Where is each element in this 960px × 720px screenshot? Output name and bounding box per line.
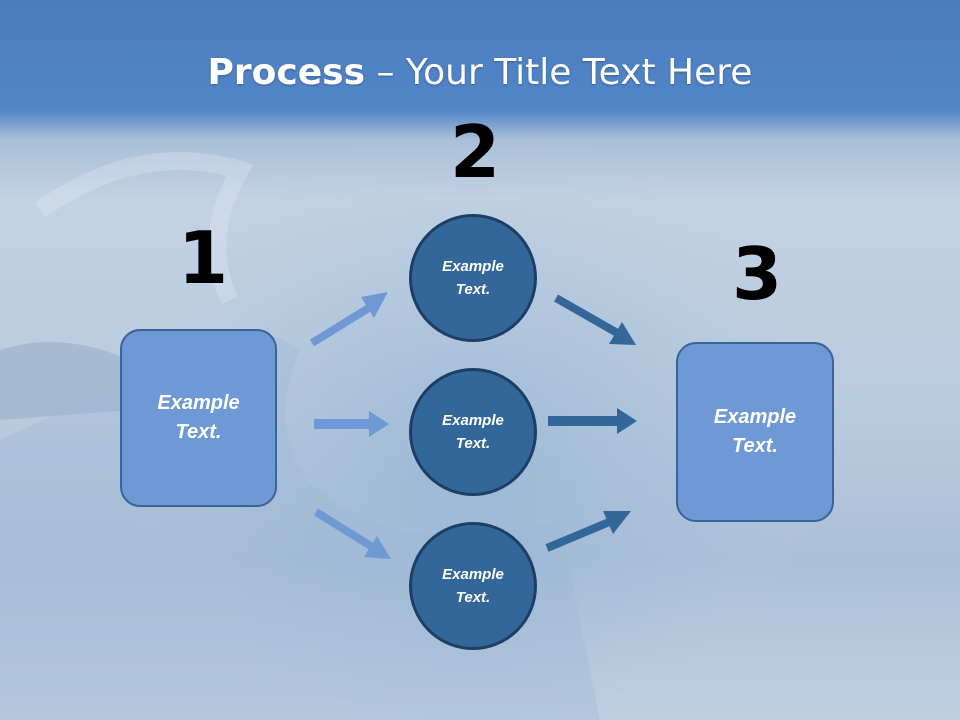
arrow-left-to-bottom — [313, 508, 391, 559]
title-rest: – Your Title Text Here — [365, 52, 753, 93]
circle-top-line1: Example — [442, 258, 504, 275]
circle-middle-line1: Example — [442, 412, 504, 429]
arrow-top-to-right — [554, 294, 636, 345]
circle-bottom[interactable]: Example Text. — [409, 522, 537, 650]
step-number-1: 1 — [178, 216, 229, 300]
arrow-middle-to-right — [548, 408, 637, 434]
left-box-text-line2: Text. — [175, 421, 222, 443]
circle-top-line2: Text. — [455, 281, 491, 298]
step-number-3: 3 — [732, 232, 783, 316]
step-number-2: 2 — [450, 110, 501, 194]
right-box-text-line1: Example — [713, 406, 797, 428]
arrow-left-to-middle — [314, 411, 389, 437]
circle-middle[interactable]: Example Text. — [409, 368, 537, 496]
circle-middle-line2: Text. — [455, 435, 491, 452]
circle-bottom-line2: Text. — [455, 589, 491, 606]
right-process-box[interactable]: Example Text. — [676, 342, 834, 522]
left-box-text-line1: Example — [157, 392, 240, 414]
arrow-left-to-top — [309, 292, 388, 347]
circle-top[interactable]: Example Text. — [409, 214, 537, 342]
circle-bottom-line1: Example — [442, 566, 504, 583]
title-bold: Process — [207, 52, 366, 93]
right-box-text-line2: Text. — [732, 435, 778, 457]
slide-title: Process – Your Title Text Here — [0, 52, 960, 93]
left-process-box[interactable]: Example Text. — [120, 329, 277, 507]
arrow-bottom-to-right — [545, 511, 631, 552]
